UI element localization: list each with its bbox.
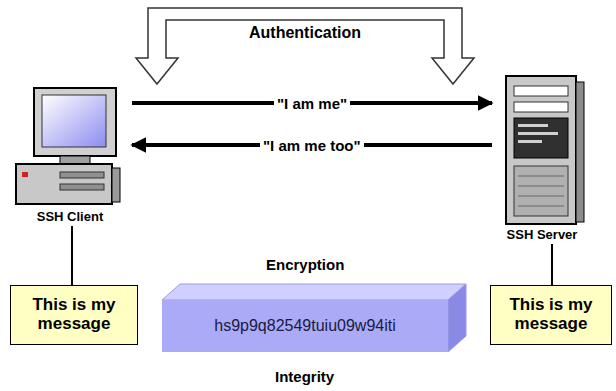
message-link — [551, 244, 553, 285]
device-label: SSH Server — [492, 227, 592, 242]
message-box: This is my message — [490, 285, 612, 345]
client-computer-icon — [16, 88, 120, 204]
message-box: This is my message — [10, 285, 138, 345]
arrow-label: "I am me" — [274, 95, 350, 112]
device-label: SSH Client — [8, 209, 132, 224]
authentication-bracket — [136, 8, 474, 84]
integrity-label: Integrity — [275, 368, 334, 385]
cipher-block-3d — [162, 284, 466, 352]
ciphertext: hs9p9q82549tuiu09w94iti — [214, 317, 395, 335]
ssh-client: SSH Client — [8, 86, 132, 226]
message-text: This is my message — [497, 296, 605, 333]
encryption-label: Encryption — [266, 256, 344, 273]
cipher-block: hs9p9q82549tuiu09w94iti — [162, 300, 448, 352]
message-text: This is my message — [17, 296, 131, 333]
server-tower-icon — [506, 76, 584, 224]
ssh-server: SSH Server — [492, 72, 592, 244]
message-link — [71, 226, 73, 285]
authentication-label: Authentication — [249, 24, 361, 42]
arrow-label: "I am me too" — [260, 137, 364, 154]
